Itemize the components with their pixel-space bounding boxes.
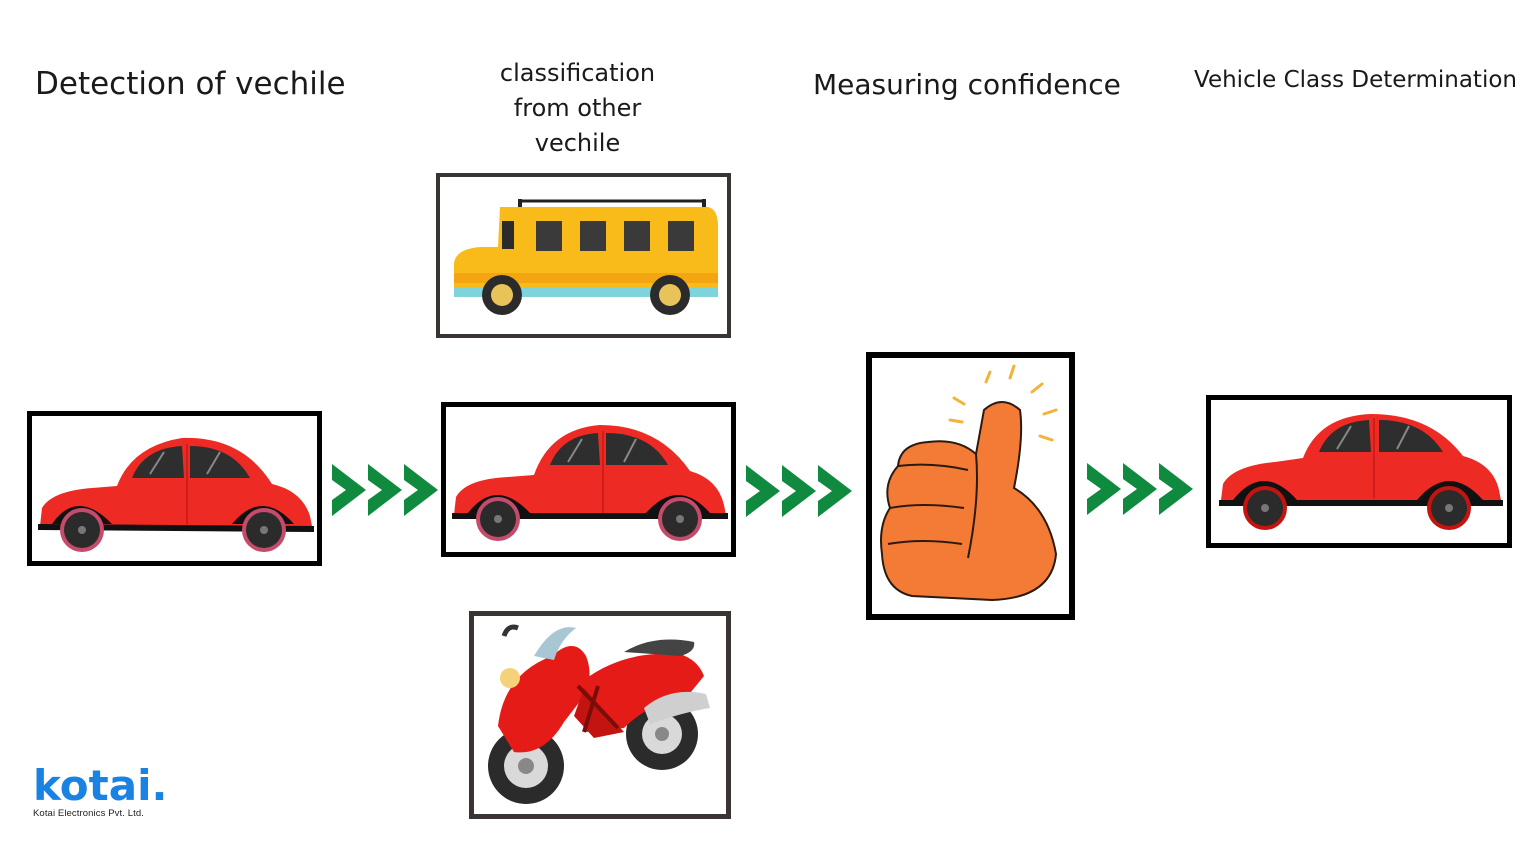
- determined-car-frame: [1206, 395, 1512, 548]
- step-title-class-determination: Vehicle Class Determination: [1194, 67, 1517, 93]
- chevron-right-icon: [746, 465, 780, 517]
- red-car-icon: [1219, 414, 1503, 530]
- red-car-icon: [452, 425, 728, 541]
- chevron-right-icon: [1123, 463, 1157, 515]
- chevron-right-icon: [332, 464, 366, 516]
- flow-chevrons-1: [332, 464, 438, 516]
- chevron-right-icon: [782, 465, 816, 517]
- red-car-icon: [38, 437, 314, 552]
- confidence-frame: [866, 352, 1075, 620]
- step-title-classification: classification from other vechile: [499, 59, 656, 157]
- flow-chevrons-3: [1087, 463, 1193, 515]
- motorcycle-icon: [488, 624, 710, 804]
- logo-wordmark: kotai.: [33, 761, 168, 810]
- motorcycle-frame: [469, 611, 731, 819]
- flow-chevrons-2: [746, 465, 852, 517]
- bus-frame: [436, 173, 731, 338]
- chevron-right-icon: [1159, 463, 1193, 515]
- chevron-right-icon: [1087, 463, 1121, 515]
- logo-company-name: Kotai Electronics Pvt. Ltd.: [33, 808, 144, 819]
- company-logo: kotai. Kotai Electronics Pvt. Ltd.: [33, 761, 168, 820]
- classified-car-frame: [441, 402, 736, 557]
- chevron-right-icon: [368, 464, 402, 516]
- chevron-right-icon: [404, 464, 438, 516]
- school-bus-icon: [454, 199, 718, 315]
- chevron-right-icon: [818, 465, 852, 517]
- thumbs-up-icon: [880, 364, 1058, 602]
- step-title-confidence: Measuring confidence: [813, 68, 1121, 101]
- detected-car-frame: [27, 411, 322, 566]
- step-title-detection: Detection of vechile: [35, 66, 346, 102]
